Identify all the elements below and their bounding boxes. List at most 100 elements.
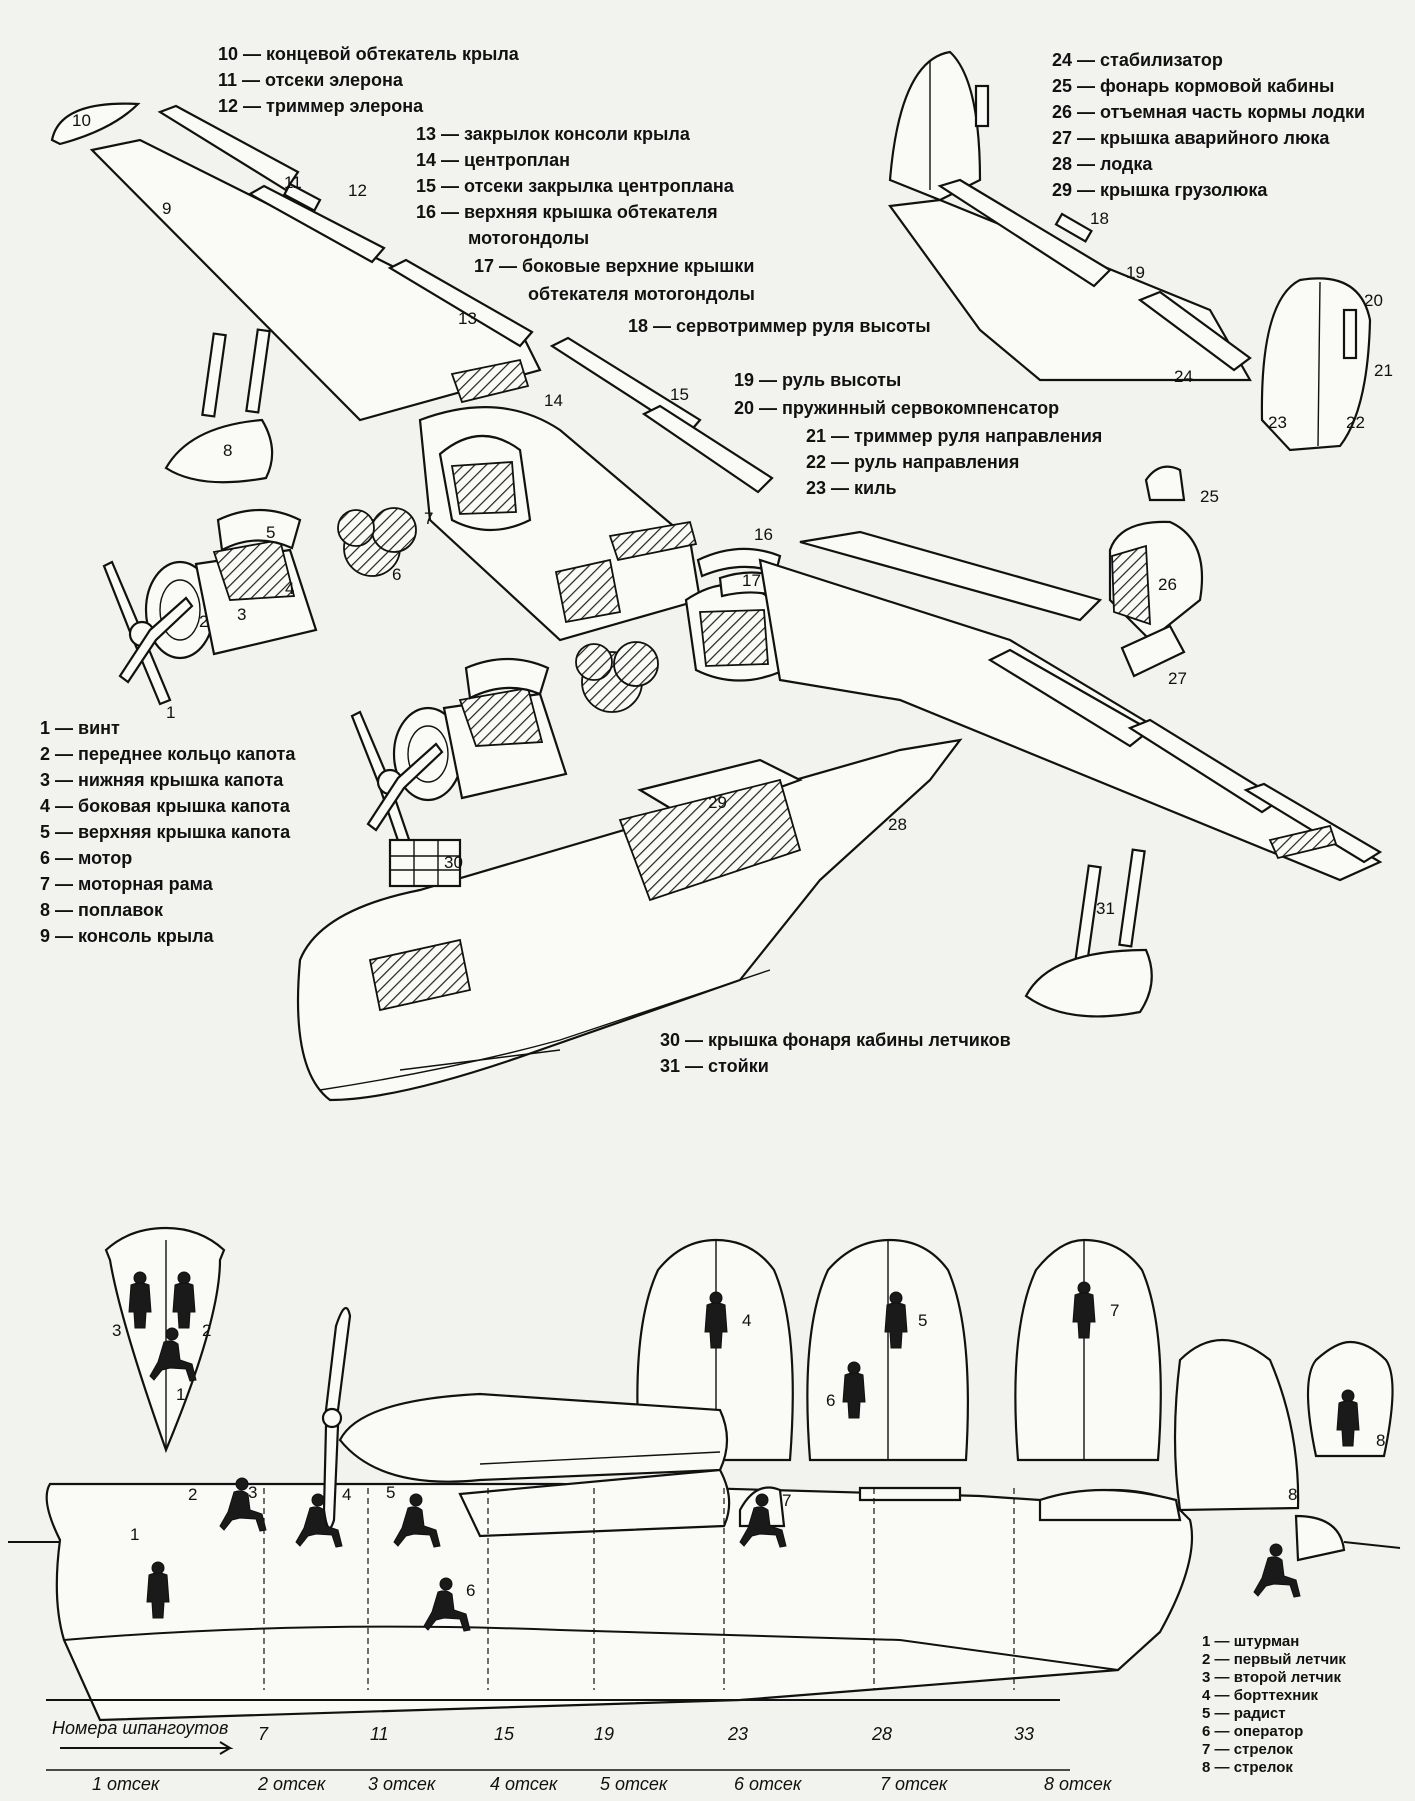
svg-text:16 — верхняя крышка обтекателя: 16 — верхняя крышка обтекателя: [416, 202, 718, 222]
svg-text:мотогондолы: мотогондолы: [468, 228, 589, 248]
svg-text:19 — руль высоты: 19 — руль высоты: [734, 370, 901, 390]
svg-text:18 — сервотриммер руля высоты: 18 — сервотриммер руля высоты: [628, 316, 931, 336]
svg-text:2 — первый летчик: 2 — первый летчик: [1202, 1651, 1346, 1668]
svg-text:4: 4: [742, 1311, 751, 1330]
svg-text:30 — крышка фонаря кабины летч: 30 — крышка фонаря кабины летчиков: [660, 1030, 1011, 1050]
fuselage-side: [45, 1482, 1194, 1722]
svg-text:17 — боковые верхние крышки: 17 — боковые верхние крышки: [474, 256, 754, 276]
svg-text:21: 21: [1374, 361, 1393, 380]
svg-text:4: 4: [285, 579, 294, 598]
svg-text:17: 17: [742, 571, 761, 590]
svg-text:7 — стрелок: 7 — стрелок: [1202, 1741, 1293, 1758]
svg-text:3 отсек: 3 отсек: [368, 1774, 437, 1794]
svg-text:14 — центроплан: 14 — центроплан: [416, 150, 570, 170]
svg-text:15: 15: [670, 385, 689, 404]
svg-text:16: 16: [754, 525, 773, 544]
svg-text:10: 10: [72, 111, 91, 130]
svg-text:12: 12: [348, 181, 367, 200]
svg-text:18: 18: [1090, 209, 1109, 228]
svg-text:33: 33: [1014, 1724, 1034, 1744]
svg-text:23: 23: [727, 1724, 748, 1744]
cross-section-tail: 8: [1306, 1340, 1394, 1458]
crew-legend: 1 — штурман 2 — первый летчик 3 — второй…: [1202, 1633, 1346, 1776]
svg-text:19: 19: [1126, 263, 1145, 282]
svg-text:2: 2: [188, 1485, 197, 1504]
svg-text:28: 28: [871, 1724, 892, 1744]
svg-text:3 — второй летчик: 3 — второй летчик: [1202, 1669, 1341, 1686]
svg-text:30: 30: [444, 853, 463, 872]
svg-text:27: 27: [1168, 669, 1187, 688]
svg-text:13: 13: [458, 309, 477, 328]
legend-bottom: 30 — крышка фонаря кабины летчиков 31 — …: [660, 1030, 1011, 1076]
svg-text:7: 7: [424, 509, 433, 528]
crew-layout: 3 2 1 4 5 6 7 8: [8, 1226, 1401, 1794]
svg-text:28 — лодка: 28 — лодка: [1052, 154, 1153, 174]
svg-text:1 — винт: 1 — винт: [40, 718, 120, 738]
legend-top-10: 10: [218, 44, 238, 64]
svg-text:15: 15: [494, 1724, 515, 1744]
engine-right: [575, 641, 659, 713]
svg-text:14: 14: [544, 391, 563, 410]
svg-text:24: 24: [1174, 367, 1193, 386]
svg-text:11 — отсеки элерона: 11 — отсеки элерона: [218, 70, 404, 90]
cowling-right: [392, 657, 568, 802]
svg-text:11: 11: [284, 173, 302, 192]
svg-text:7: 7: [258, 1724, 269, 1744]
svg-text:обтекателя мотогондолы: обтекателя мотогондолы: [528, 284, 755, 304]
wing-side: [338, 1392, 729, 1483]
svg-text:3: 3: [237, 605, 246, 624]
svg-text:31 — стойки: 31 — стойки: [660, 1056, 769, 1076]
svg-text:7: 7: [782, 1491, 791, 1510]
svg-text:7 — моторная рама: 7 — моторная рама: [40, 874, 214, 894]
elevator: [937, 178, 1112, 288]
svg-text:2 отсек: 2 отсек: [257, 1774, 327, 1794]
engine-left: [337, 507, 417, 577]
svg-text:4 отсек: 4 отсек: [490, 1774, 559, 1794]
svg-text:10 — концевой обтекатель крыла: 10 — концевой обтекатель крыла: [218, 44, 520, 64]
svg-text:8 — стрелок: 8 — стрелок: [1202, 1759, 1293, 1776]
svg-text:2: 2: [199, 612, 208, 631]
svg-text:29 — крышка грузолюка: 29 — крышка грузолюка: [1052, 180, 1268, 200]
svg-text:1 отсек: 1 отсек: [92, 1774, 161, 1794]
svg-text:3: 3: [112, 1321, 121, 1340]
svg-text:5: 5: [918, 1311, 927, 1330]
svg-text:26: 26: [1158, 575, 1177, 594]
flap-left: [387, 258, 534, 348]
tail-canopy: [1144, 465, 1186, 502]
svg-text:13 — закрылок консоли крыла: 13 — закрылок консоли крыла: [416, 124, 691, 144]
svg-text:6 — оператор: 6 — оператор: [1202, 1723, 1303, 1740]
svg-text:7: 7: [1110, 1301, 1119, 1320]
svg-text:19: 19: [594, 1724, 614, 1744]
svg-text:12 — триммер элерона: 12 — триммер элерона: [218, 96, 424, 116]
svg-text:15 — отсеки закрылка центропла: 15 — отсеки закрылка центроплана: [416, 176, 735, 196]
svg-text:5 отсек: 5 отсек: [600, 1774, 669, 1794]
wingtip-fairing: [50, 102, 141, 146]
aileron-left: [157, 104, 300, 192]
svg-text:25 — фонарь кормовой кабины: 25 — фонарь кормовой кабины: [1052, 76, 1334, 96]
stabilizer: [888, 198, 1252, 382]
svg-text:4 — боковая крышка капота: 4 — боковая крышка капота: [40, 796, 291, 816]
wing-right: [758, 558, 1383, 882]
wing-console-left: [89, 138, 542, 422]
svg-text:31: 31: [1096, 899, 1115, 918]
svg-text:6: 6: [392, 565, 401, 584]
svg-text:4: 4: [342, 1485, 351, 1504]
svg-text:9: 9: [162, 199, 171, 218]
frame-axis: Номера шпангоутов 7 11 15 19 23 28 33 1 …: [46, 1699, 1113, 1794]
cross-section-7: 7: [1014, 1238, 1162, 1462]
svg-text:6 отсек: 6 отсек: [734, 1774, 803, 1794]
svg-text:8: 8: [223, 441, 232, 460]
cross-section-4: 4: [636, 1238, 794, 1462]
svg-text:25: 25: [1200, 487, 1219, 506]
svg-text:23: 23: [1268, 413, 1287, 432]
svg-text:11: 11: [370, 1724, 389, 1744]
svg-text:22 — руль направления: 22 — руль направления: [806, 452, 1019, 472]
svg-text:Номера шпангоутов: Номера шпангоутов: [52, 1718, 228, 1738]
svg-text:3: 3: [248, 1483, 257, 1502]
exploded-view: 1 2 3 4 5 6 7 8 9 10 11 12 13 14 15 16 1…: [50, 50, 1393, 1102]
svg-text:29: 29: [708, 793, 727, 812]
svg-text:1 — штурман: 1 — штурман: [1202, 1633, 1299, 1650]
svg-text:5 — верхняя крышка капота: 5 — верхняя крышка капота: [40, 822, 291, 842]
svg-text:6: 6: [466, 1581, 475, 1600]
cross-section-front: 3 2 1: [104, 1226, 226, 1454]
